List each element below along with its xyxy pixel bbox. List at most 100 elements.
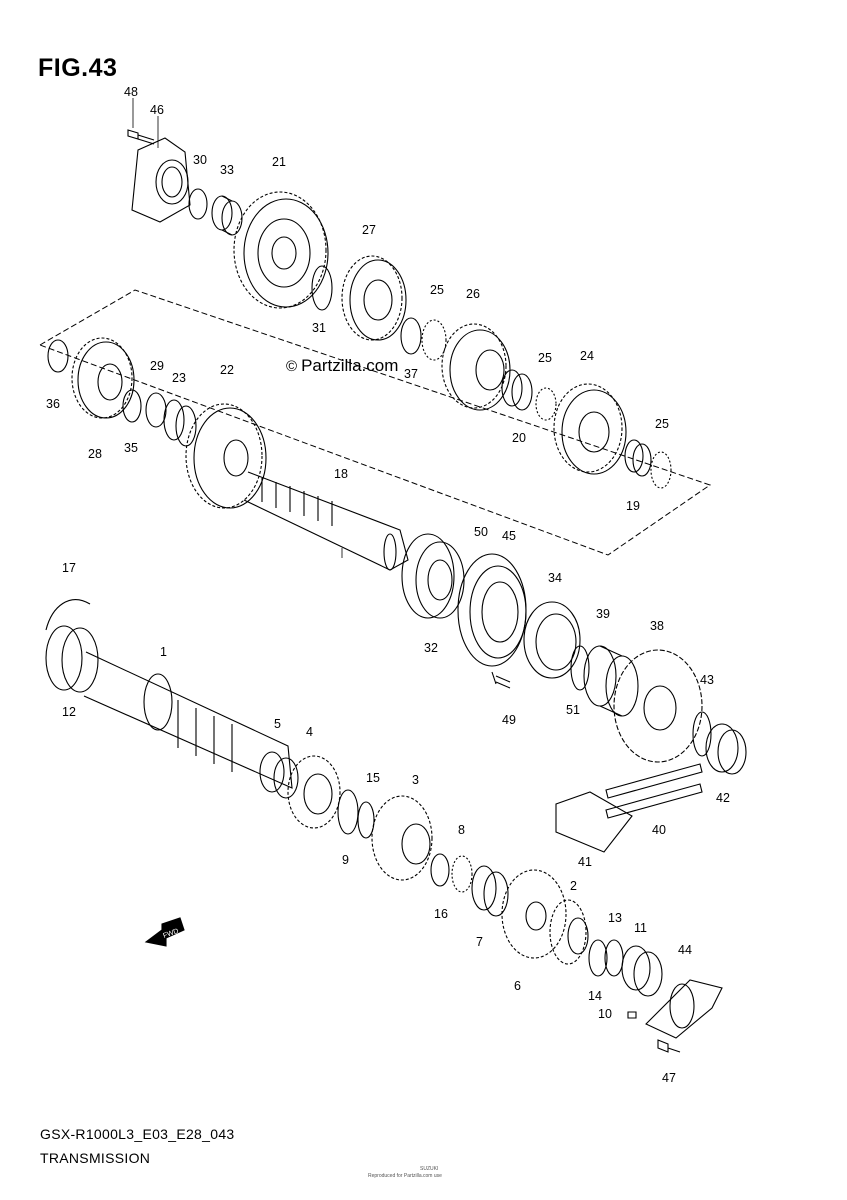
callout-1: 1 bbox=[160, 645, 167, 659]
part-16-washer bbox=[430, 853, 450, 887]
part-37-ring bbox=[421, 319, 447, 361]
callout-22: 22 bbox=[220, 363, 234, 377]
callout-6: 6 bbox=[514, 979, 521, 993]
part-1-mainshaft bbox=[83, 651, 293, 789]
callout-12: 12 bbox=[62, 705, 76, 719]
part-8-washer bbox=[451, 855, 473, 893]
part-10-pin bbox=[627, 1011, 637, 1019]
callout-2: 2 bbox=[570, 879, 577, 893]
callout-41: 41 bbox=[578, 855, 592, 869]
callout-4: 4 bbox=[306, 725, 313, 739]
part-36-circlip bbox=[47, 339, 69, 373]
callout-38: 38 bbox=[650, 619, 664, 633]
callout-39: 39 bbox=[596, 607, 610, 621]
part-30-washer bbox=[188, 188, 208, 220]
part-46-retainer bbox=[131, 137, 191, 223]
fwd-arrow-icon bbox=[144, 917, 185, 947]
callout-28: 28 bbox=[88, 447, 102, 461]
callout-30: 30 bbox=[193, 153, 207, 167]
footer-small-print: Reproduced for Partzilla.com use bbox=[368, 1173, 442, 1179]
copyright-icon: © bbox=[286, 358, 298, 375]
part-24-gear bbox=[553, 383, 627, 475]
part-2-gear bbox=[549, 899, 589, 965]
part-31-washer bbox=[311, 265, 333, 311]
part-13-washer bbox=[604, 939, 624, 977]
footer-small-mark: SUZUKI bbox=[420, 1166, 439, 1172]
part-39-spacer bbox=[583, 645, 639, 717]
part-17-circlip bbox=[45, 599, 91, 631]
part-7-bushing bbox=[471, 865, 509, 917]
callout-45: 45 bbox=[502, 529, 516, 543]
part-43-washer bbox=[692, 711, 712, 757]
callout-29: 29 bbox=[150, 359, 164, 373]
part-22-gear bbox=[185, 403, 267, 509]
part-34-oil-seal bbox=[523, 601, 581, 679]
callout-37: 37 bbox=[404, 367, 418, 381]
callout-51: 51 bbox=[566, 703, 580, 717]
part-20-needle-bearing bbox=[501, 369, 533, 411]
figure-title: FIG.43 bbox=[38, 54, 118, 82]
callout-24: 24 bbox=[580, 349, 594, 363]
callout-8: 8 bbox=[458, 823, 465, 837]
leader-lines bbox=[132, 98, 343, 558]
callout-34: 34 bbox=[548, 571, 562, 585]
callout-48: 48 bbox=[124, 85, 138, 99]
part-33-needle-bearing bbox=[211, 195, 243, 236]
part-11-bearing bbox=[621, 945, 663, 997]
callout-19: 19 bbox=[626, 499, 640, 513]
part-6-gear bbox=[501, 869, 567, 959]
callout-26: 26 bbox=[466, 287, 480, 301]
callout-46: 46 bbox=[150, 103, 164, 117]
part-4-gear bbox=[287, 755, 341, 829]
callout-40: 40 bbox=[652, 823, 666, 837]
part-27-gear bbox=[341, 255, 407, 341]
part-25-washer-c bbox=[650, 451, 672, 489]
part-44-retainer bbox=[645, 979, 723, 1039]
part-25-washer-b bbox=[535, 387, 557, 421]
callout-35: 35 bbox=[124, 441, 138, 455]
part-25-washer-a bbox=[400, 317, 422, 355]
callout-49: 49 bbox=[502, 713, 516, 727]
callout-44: 44 bbox=[678, 943, 692, 957]
part-48-screw bbox=[127, 129, 155, 145]
part-23-bushing bbox=[163, 399, 197, 447]
part-18-countershaft bbox=[243, 471, 409, 571]
callout-33: 33 bbox=[220, 163, 234, 177]
watermark: ©Partzilla.com bbox=[286, 356, 398, 376]
part-45-seal-housing bbox=[457, 553, 527, 667]
callout-25: 25 bbox=[430, 283, 444, 297]
part-3-gear bbox=[371, 795, 433, 881]
part-51-o-ring bbox=[570, 645, 590, 691]
part-29-ring bbox=[145, 392, 167, 428]
callout-7: 7 bbox=[476, 935, 483, 949]
part-28-gear bbox=[71, 337, 135, 419]
callout-21: 21 bbox=[272, 155, 286, 169]
callout-15: 15 bbox=[366, 771, 380, 785]
callout-3: 3 bbox=[412, 773, 419, 787]
part-47-screw bbox=[657, 1039, 681, 1053]
callout-23: 23 bbox=[172, 371, 186, 385]
callout-20: 20 bbox=[512, 431, 526, 445]
upper-shaft-enclosure bbox=[38, 289, 712, 556]
part-40-chain bbox=[605, 763, 703, 819]
part-42-nut bbox=[705, 723, 747, 775]
part-19-needle-bearing bbox=[624, 439, 652, 477]
part-5-bushing bbox=[259, 751, 299, 799]
part-38-sprocket bbox=[613, 649, 703, 763]
footer-code: GSX-R1000L3_E03_E28_043 bbox=[40, 1126, 235, 1142]
callout-14: 14 bbox=[588, 989, 602, 1003]
callout-27: 27 bbox=[362, 223, 376, 237]
callout-11: 11 bbox=[634, 921, 647, 935]
callout-32: 32 bbox=[424, 641, 438, 655]
callout-5: 5 bbox=[274, 717, 281, 731]
callout-17: 17 bbox=[62, 561, 76, 575]
watermark-text: Partzilla.com bbox=[301, 356, 399, 375]
callout-42: 42 bbox=[716, 791, 730, 805]
callout-9: 9 bbox=[342, 853, 349, 867]
part-14-circlip bbox=[588, 939, 608, 977]
callout-47: 47 bbox=[662, 1071, 676, 1085]
callout-25: 25 bbox=[655, 417, 669, 431]
